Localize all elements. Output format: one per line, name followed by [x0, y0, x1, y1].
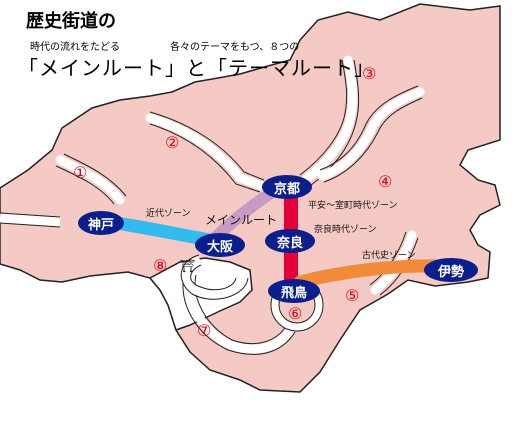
zone-ancient: 古代史ゾーン	[362, 251, 416, 261]
routes-heading: 「メインルート」と「テーマルート」	[18, 56, 375, 80]
map-title: 歴史街道の	[26, 11, 116, 32]
zone-nara: 奈良時代ゾーン	[314, 225, 377, 235]
city-nara[interactable]: 奈良	[265, 229, 315, 253]
road-3	[300, 55, 358, 185]
zone-heian-muromachi: 平安～室町時代ゾーン	[308, 201, 398, 211]
route-asuka-ise	[293, 259, 447, 289]
theme-route-5[interactable]: ⑤	[345, 286, 360, 305]
theme-route-3[interactable]: ③	[362, 64, 377, 83]
city-ise[interactable]: 伊勢	[424, 258, 478, 282]
road-4-outline	[319, 85, 423, 183]
theme-route-8[interactable]: ⑧	[153, 256, 168, 275]
road-4	[317, 87, 425, 181]
loop-7	[184, 274, 294, 354]
road-west-outline	[0, 212, 61, 228]
theme-route-1[interactable]: ①	[73, 163, 88, 182]
loop-8	[182, 256, 246, 299]
city-kobe[interactable]: 神戸	[78, 211, 124, 235]
road-1	[55, 155, 125, 205]
road-2-outline	[149, 111, 265, 193]
city-osaka[interactable]: 大阪	[195, 233, 245, 257]
theme-route-6[interactable]: ⑥	[288, 304, 303, 323]
zone-modern: 近代ゾーン	[146, 209, 191, 219]
main-route-label: メインルート	[205, 213, 278, 227]
city-asuka[interactable]: 飛鳥	[268, 279, 320, 303]
theme-route-4[interactable]: ④	[378, 172, 393, 191]
road-2	[145, 113, 267, 191]
subtitle-left: 時代の流れをたどる	[30, 42, 120, 53]
city-kyoto[interactable]: 京都	[262, 175, 312, 199]
theme-route-2[interactable]: ②	[165, 133, 180, 152]
theme-route-7[interactable]: ⑦	[197, 321, 212, 340]
road-1-outline	[55, 153, 127, 205]
road-west	[0, 213, 61, 227]
castle-symbol: ⛩	[180, 259, 195, 273]
loop-8-outline	[180, 254, 249, 300]
subtitle-right: 各々のテーマをもつ、８つの	[170, 42, 300, 53]
